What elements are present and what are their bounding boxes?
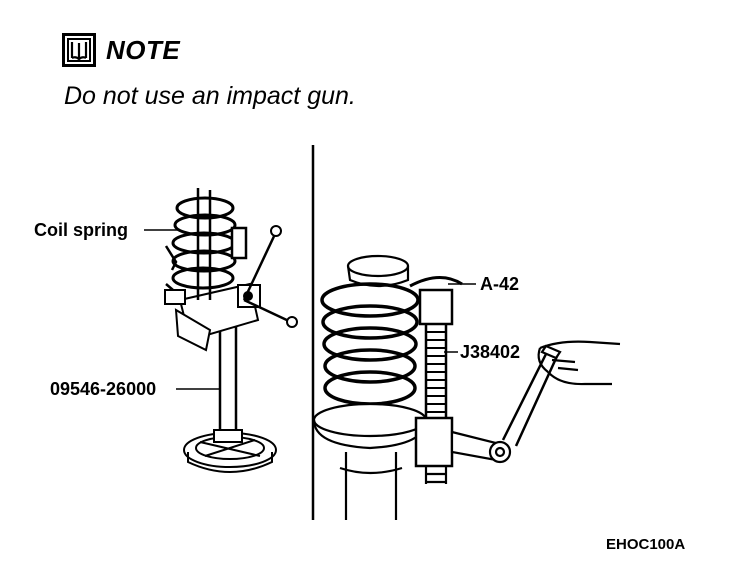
note-header: NOTE (62, 30, 180, 70)
label-tool-09546: 09546-26000 (50, 379, 156, 399)
label-a42: A-42 (480, 274, 519, 294)
book-icon (62, 33, 96, 67)
figure-code: EHOC100A (606, 536, 685, 553)
label-j38402: J38402 (460, 342, 520, 362)
left-compressor-drawing (164, 188, 298, 473)
note-title: NOTE (106, 34, 181, 65)
right-strut-drawing (312, 254, 621, 520)
label-coil-spring: Coil spring (34, 220, 128, 240)
note-text: Do not use an impact gun. (64, 82, 356, 110)
